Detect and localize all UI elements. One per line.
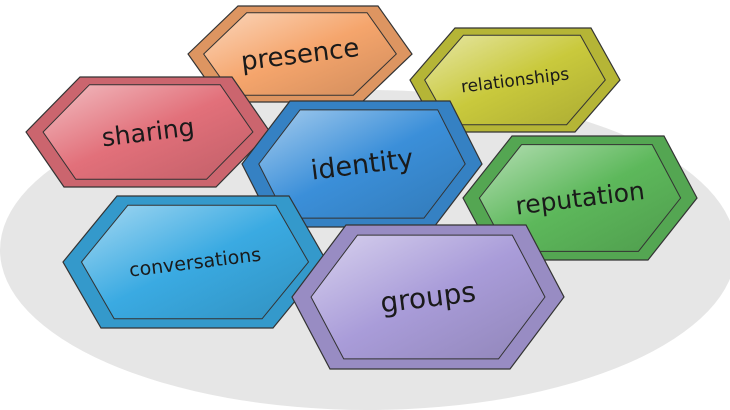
hexagon-sharing: sharing [25, 76, 271, 188]
hexagon-face [80, 204, 310, 320]
hexagon-presence: presence [187, 5, 413, 103]
hexagon-identity: identity [241, 100, 483, 228]
hexagon-conversations: conversations [62, 195, 328, 329]
hexagon-face [42, 84, 254, 180]
hexagon-groups: groups [291, 224, 565, 370]
hexagon-face [310, 234, 546, 360]
